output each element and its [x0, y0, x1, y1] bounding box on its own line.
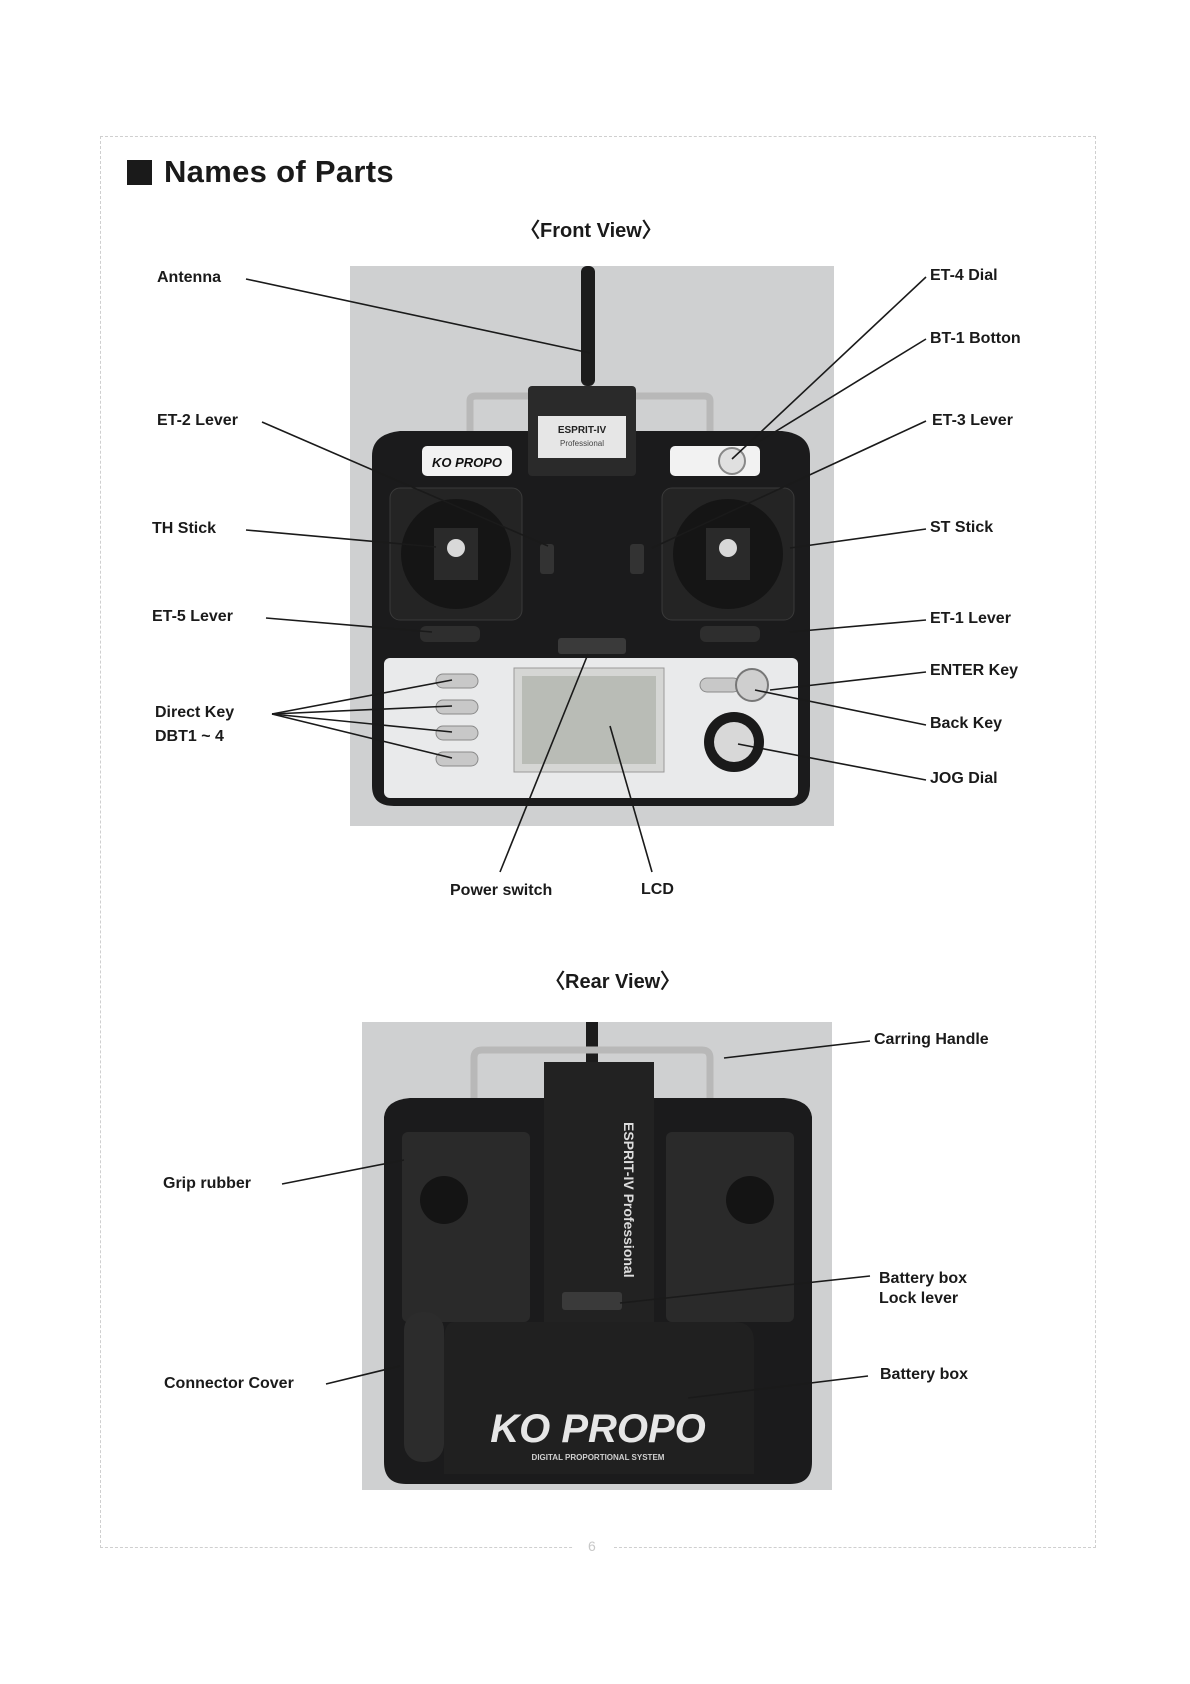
label-battery-lock-line1: Battery box [879, 1270, 968, 1287]
label-grip-rubber: Grip rubber [163, 1175, 252, 1192]
label-et1-lever: ET-1 Lever [930, 610, 1011, 627]
st-stick-icon [719, 539, 737, 557]
label-direct-key-range: DBT1 ~ 4 [155, 728, 224, 745]
et2-lever-icon [540, 544, 554, 574]
label-st-stick: ST Stick [930, 519, 994, 536]
label-carrying-handle: Carring Handle [874, 1031, 989, 1048]
label-back-key: Back Key [930, 715, 1003, 732]
label-lcd: LCD [641, 881, 674, 898]
transmitter-front-illustration: ESPRIT-IV Professional KO PROPO [372, 266, 810, 806]
label-bt1-button: BT-1 Botton [930, 330, 1021, 347]
page-title: Names of Parts [127, 154, 394, 190]
rear-brand-logo: KO PROPO [490, 1407, 706, 1451]
th-stick-icon [447, 539, 465, 557]
label-power-switch: Power switch [450, 882, 553, 899]
rear-view-photo: ESPRIT-IV Professional KO PROPO DIGITAL … [362, 1022, 832, 1490]
model-plate-text: ESPRIT-IV [558, 425, 607, 436]
rear-model-text: ESPRIT-IV Professional [621, 1122, 637, 1278]
label-th-stick: TH Stick [152, 520, 217, 537]
et4-dial-icon [718, 447, 746, 475]
label-et2-lever: ET-2 Lever [157, 412, 238, 429]
brand-plate-text: KO PROPO [432, 455, 502, 470]
et1-lever-icon [700, 626, 760, 642]
power-switch-icon [558, 638, 626, 654]
lcd-screen [522, 676, 656, 764]
front-view-heading: 〈Front View〉 [520, 220, 662, 242]
label-antenna: Antenna [157, 269, 221, 286]
label-direct-key: Direct Key [155, 704, 235, 721]
label-battery-lock-line2: Lock lever [879, 1290, 959, 1307]
label-et5-lever: ET-5 Lever [152, 608, 233, 625]
label-jog-dial: JOG Dial [930, 770, 998, 787]
battery-box-icon [444, 1322, 754, 1474]
label-battery-box: Battery box [880, 1366, 969, 1383]
label-et4-dial: ET-4 Dial [930, 267, 998, 284]
grip-rubber-right [666, 1132, 794, 1322]
back-key-icon [699, 677, 741, 693]
label-connector-cover: Connector Cover [164, 1375, 294, 1392]
connector-cover-icon [404, 1312, 444, 1462]
grip-rubber-left [402, 1132, 530, 1322]
label-enter-key: ENTER Key [930, 662, 1019, 679]
svg-text:Professional: Professional [560, 439, 604, 448]
front-view-photo: ESPRIT-IV Professional KO PROPO [350, 266, 834, 826]
svg-text:DIGITAL PROPORTIONAL SYSTEM: DIGITAL PROPORTIONAL SYSTEM [532, 1453, 665, 1462]
jog-dial-icon [714, 722, 754, 762]
page-number-gap [574, 1540, 614, 1554]
enter-key-icon [735, 668, 769, 702]
et3-lever-icon [630, 544, 644, 574]
et5-lever-icon [420, 626, 480, 642]
title-square-icon [127, 159, 152, 185]
battery-lock-lever-icon [562, 1292, 622, 1310]
transmitter-rear-illustration: ESPRIT-IV Professional KO PROPO DIGITAL … [384, 1022, 812, 1484]
rear-view-heading: 〈Rear View〉 [545, 971, 681, 993]
label-et3-lever: ET-3 Lever [932, 412, 1013, 429]
page-number: 6 [588, 1538, 596, 1554]
